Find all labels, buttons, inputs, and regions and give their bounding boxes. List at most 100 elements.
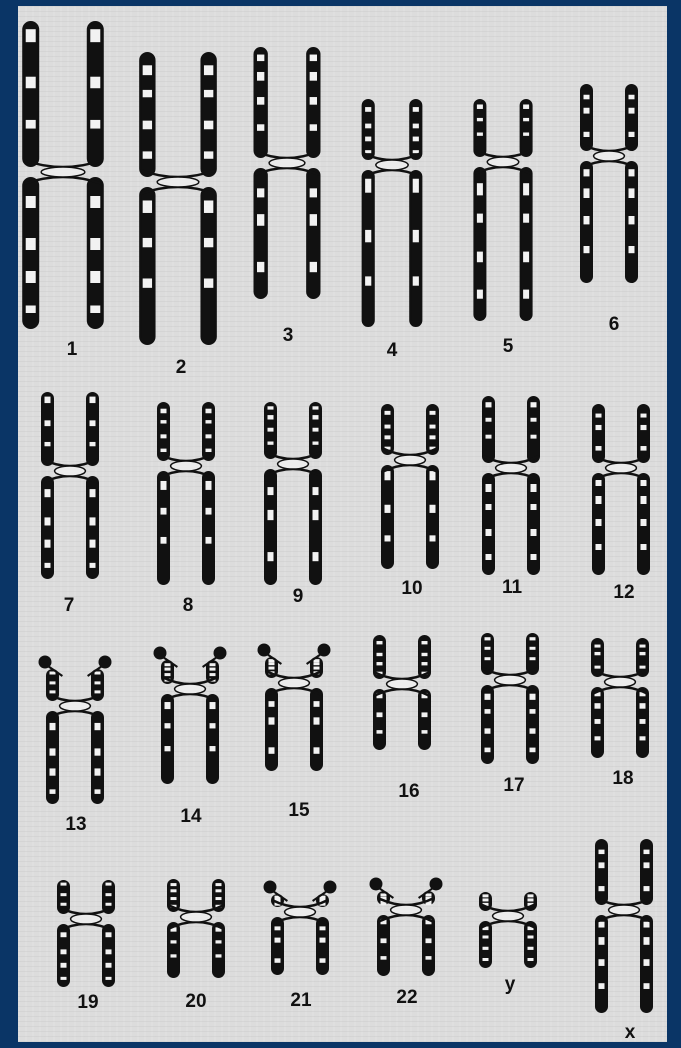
light-band (595, 719, 601, 724)
centromere (269, 158, 305, 168)
light-band (641, 480, 647, 486)
light-band (310, 188, 317, 197)
light-band (595, 703, 601, 709)
light-band (171, 889, 177, 892)
chromosome-label: 19 (77, 992, 98, 1013)
light-band (206, 508, 212, 515)
light-band (45, 420, 51, 426)
chromosome-label: 18 (612, 768, 633, 789)
chromosome-22: 22 (370, 878, 443, 1009)
light-band (644, 937, 650, 945)
light-band (596, 414, 602, 418)
light-band (106, 932, 112, 937)
light-band (165, 746, 171, 751)
light-band (531, 554, 537, 560)
light-band (26, 271, 36, 283)
chromosome-label: 22 (396, 987, 417, 1008)
light-band (528, 898, 534, 901)
light-band (206, 409, 212, 414)
chromatid-q-arm (382, 466, 393, 568)
chromosome-label: 6 (609, 314, 620, 335)
light-band (530, 694, 536, 700)
chromosome-y: y (480, 893, 536, 995)
light-band (95, 748, 101, 755)
chromatid-q-arm (378, 916, 389, 975)
light-band (143, 65, 152, 75)
light-band (204, 278, 213, 287)
light-band (485, 694, 491, 700)
light-band (206, 434, 212, 438)
light-band (477, 132, 483, 135)
light-band (165, 723, 171, 728)
light-band (596, 425, 602, 430)
light-band (413, 137, 419, 142)
light-band (320, 938, 326, 943)
light-band (485, 728, 491, 733)
light-band (641, 544, 647, 550)
light-band (314, 667, 320, 670)
light-band (422, 712, 428, 717)
light-band (171, 897, 177, 900)
light-band (310, 97, 317, 105)
light-band (257, 188, 264, 197)
light-band (640, 703, 646, 709)
light-band (595, 645, 601, 648)
light-band (204, 200, 213, 212)
light-band (528, 936, 534, 939)
chromosome-label: 1 (67, 339, 78, 360)
centromere (391, 905, 422, 915)
light-band (531, 484, 537, 492)
light-band (413, 179, 419, 193)
chromosome-12: 12 (593, 405, 649, 603)
chromosome-18: 18 (592, 639, 648, 789)
light-band (320, 958, 326, 962)
light-band (204, 238, 213, 247)
chromosome-label: 21 (290, 990, 312, 1011)
light-band (106, 963, 112, 968)
light-band (640, 666, 646, 669)
light-band (269, 747, 275, 753)
light-band (596, 544, 602, 550)
light-band (599, 937, 605, 945)
light-band (486, 504, 492, 510)
light-band (90, 540, 96, 548)
centromere (496, 463, 527, 473)
light-band (45, 517, 51, 525)
light-band (314, 717, 320, 724)
light-band (365, 230, 371, 242)
light-band (523, 132, 529, 135)
chromosome-14: 14 (154, 647, 227, 828)
light-band (584, 132, 590, 137)
satellite (154, 647, 167, 660)
light-band (216, 954, 222, 957)
chromosome-7: 7 (42, 393, 98, 616)
light-band (426, 956, 432, 960)
light-band (483, 947, 489, 950)
light-band (313, 415, 319, 419)
chromatid-q-arm (423, 916, 434, 975)
chromatid-p-arm (88, 22, 103, 166)
light-band (629, 246, 635, 253)
light-band (210, 723, 216, 728)
light-band (216, 897, 222, 900)
light-band (26, 306, 36, 314)
centromere (594, 151, 625, 161)
light-band (61, 903, 67, 906)
centromere (278, 459, 309, 469)
light-band (26, 29, 36, 42)
light-band (210, 673, 216, 676)
light-band (483, 936, 489, 939)
light-band (644, 959, 650, 966)
light-band (385, 505, 391, 513)
light-band (268, 415, 274, 419)
light-band (599, 922, 605, 928)
light-band (640, 736, 646, 740)
light-band (210, 702, 216, 709)
satellite (324, 881, 337, 894)
light-band (50, 768, 56, 775)
light-band (644, 862, 650, 868)
light-band (95, 768, 101, 775)
light-band (477, 290, 483, 299)
light-band (90, 517, 96, 525)
light-band (106, 949, 112, 954)
